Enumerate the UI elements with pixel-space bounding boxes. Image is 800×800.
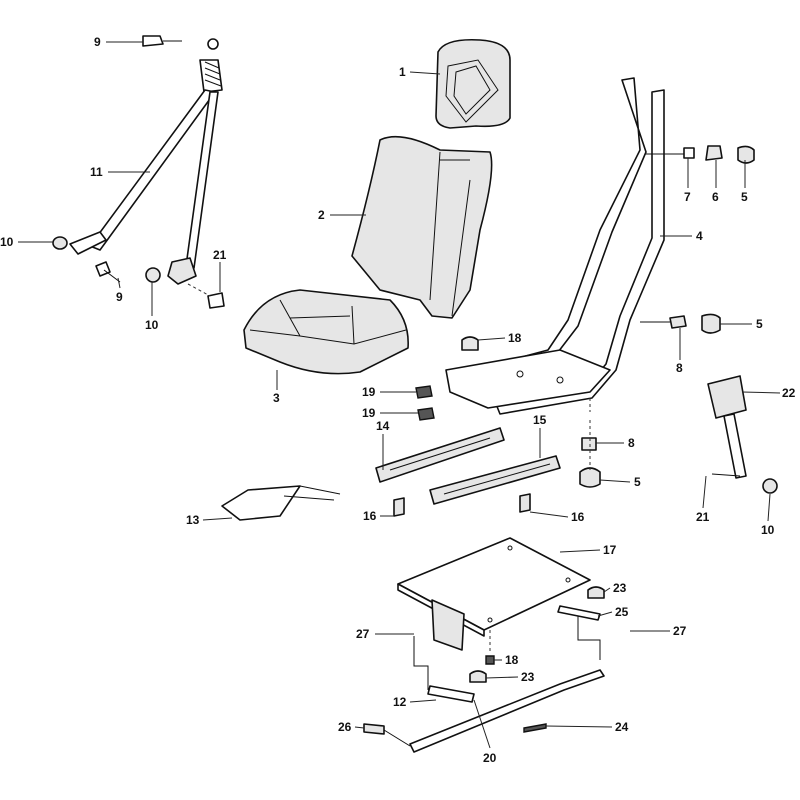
callout-20: 20 — [483, 751, 497, 765]
callout-12: 12 — [393, 695, 407, 709]
callout-1: 1 — [399, 65, 406, 79]
headrest — [435, 38, 511, 129]
seat-frame — [445, 77, 665, 415]
bracket-13 — [221, 485, 341, 521]
callout-22: 22 — [782, 386, 796, 400]
callout-25: 25 — [615, 605, 629, 619]
callout-10: 10 — [761, 523, 775, 537]
callout-13: 13 — [186, 513, 200, 527]
callout-labels: 9 1 11 2 7 6 5 4 10 21 9 10 5 18 8 3 19 … — [0, 35, 796, 765]
callout-2: 2 — [318, 208, 325, 222]
callout-11: 11 — [90, 165, 103, 179]
callout-5: 5 — [741, 190, 748, 204]
callout-26: 26 — [338, 720, 352, 734]
callout-18: 18 — [505, 653, 519, 667]
callout-27: 27 — [356, 627, 370, 641]
callout-5: 5 — [634, 475, 641, 489]
hardware — [415, 145, 755, 488]
leader-lines — [18, 41, 781, 749]
seat-belt-upper — [52, 35, 225, 309]
callout-23: 23 — [521, 670, 535, 684]
callout-8: 8 — [676, 361, 683, 375]
callout-15: 15 — [533, 413, 547, 427]
seat-cushion — [243, 289, 409, 375]
callout-3: 3 — [273, 391, 280, 405]
callout-18: 18 — [508, 331, 522, 345]
callout-19: 19 — [362, 406, 376, 420]
callout-21: 21 — [696, 510, 710, 524]
callout-5: 5 — [756, 317, 763, 331]
callout-23: 23 — [613, 581, 627, 595]
seat-rails — [375, 427, 561, 517]
callout-10: 10 — [0, 235, 14, 249]
callout-9: 9 — [116, 290, 123, 304]
callout-24: 24 — [615, 720, 629, 734]
callout-8: 8 — [628, 436, 635, 450]
callout-7: 7 — [684, 190, 691, 204]
callout-16: 16 — [571, 510, 585, 524]
callout-14: 14 — [376, 419, 390, 433]
callout-9: 9 — [94, 35, 101, 49]
floor-plate — [363, 537, 605, 753]
callout-10: 10 — [145, 318, 159, 332]
callout-21: 21 — [213, 248, 227, 262]
callout-16: 16 — [363, 509, 377, 523]
callout-17: 17 — [603, 543, 617, 557]
backrest — [351, 135, 493, 319]
callout-27: 27 — [673, 624, 687, 638]
callout-6: 6 — [712, 190, 719, 204]
seat-belt-buckle — [707, 375, 778, 494]
callout-19: 19 — [362, 385, 376, 399]
callout-4: 4 — [696, 229, 703, 243]
